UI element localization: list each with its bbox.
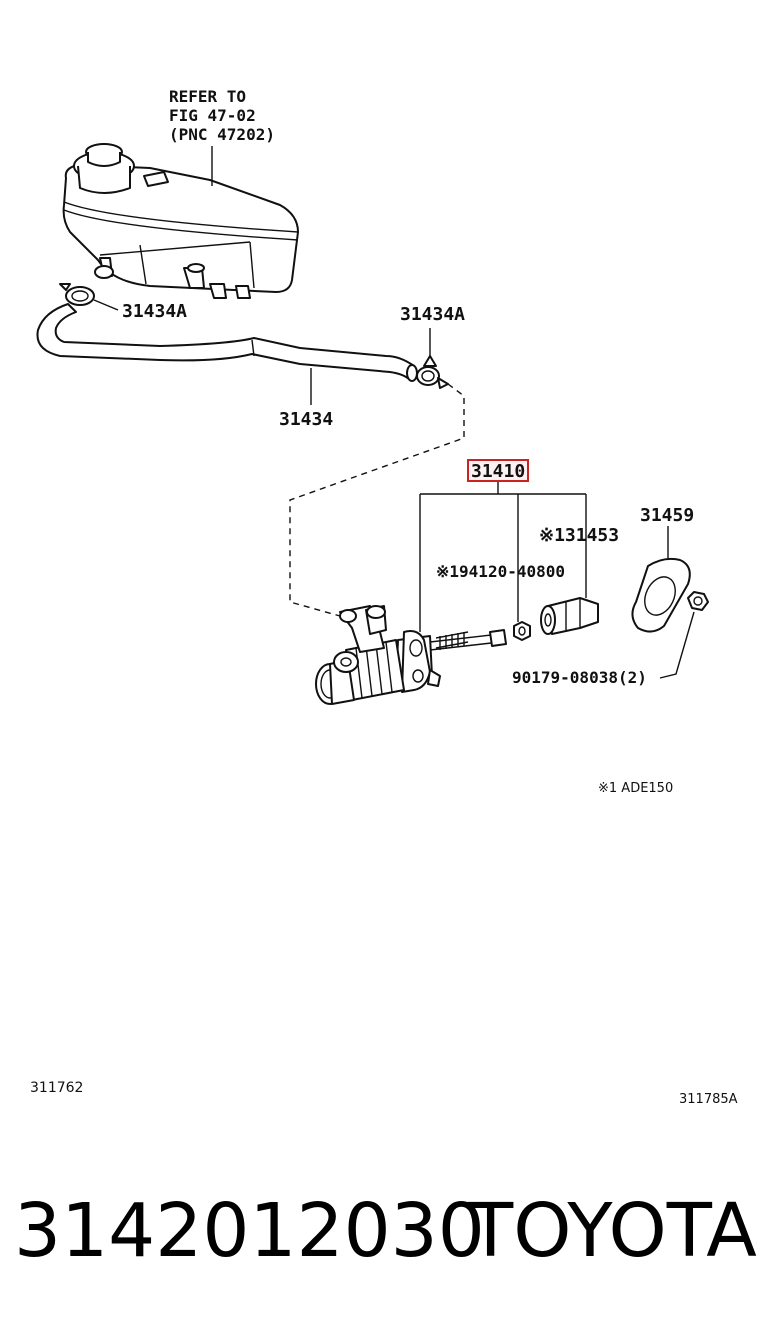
callout-hose: 31434 (279, 409, 333, 430)
footnote: ※1 ADE150 (598, 781, 673, 796)
hose-clamp-right (416, 355, 449, 389)
figure-code-right: 311785A (679, 1092, 738, 1107)
svg-text:REFER TO FIG 47-02 (PN: REFER TO FIG 47-02 (PNC 47202) (169, 87, 275, 144)
reservoir-tank (62, 143, 299, 299)
callout-gasket: 31459 (640, 505, 694, 526)
callout-hose-clamp-left: 31434A (122, 301, 187, 322)
bolt (687, 591, 709, 611)
callout-bolt: 90179-08038(2) (512, 668, 647, 687)
gasket (631, 557, 691, 633)
refer-note-line-1: REFER TO (169, 87, 246, 106)
brand-name: TOYOTA (467, 1188, 757, 1274)
master-cylinder (315, 605, 507, 705)
callout-master-cylinder: 31410 (471, 461, 525, 482)
nut (513, 621, 531, 641)
push-rod (540, 597, 599, 635)
callout-hose-clamp-right: 31434A (400, 304, 465, 325)
hose-clamp-left (59, 283, 95, 306)
master-cylinder-highlight (467, 459, 529, 482)
part-number: 3142012030 (14, 1188, 485, 1274)
refer-note-line-2: FIG 47-02 (169, 106, 256, 125)
figure-code-left: 311762 (30, 1080, 83, 1096)
hose (36, 303, 418, 382)
callout-push-rod: ※131453 (539, 525, 619, 546)
refer-note-line-3: (PNC 47202) (169, 125, 275, 144)
callout-nut: ※194120-40800 (436, 562, 565, 581)
